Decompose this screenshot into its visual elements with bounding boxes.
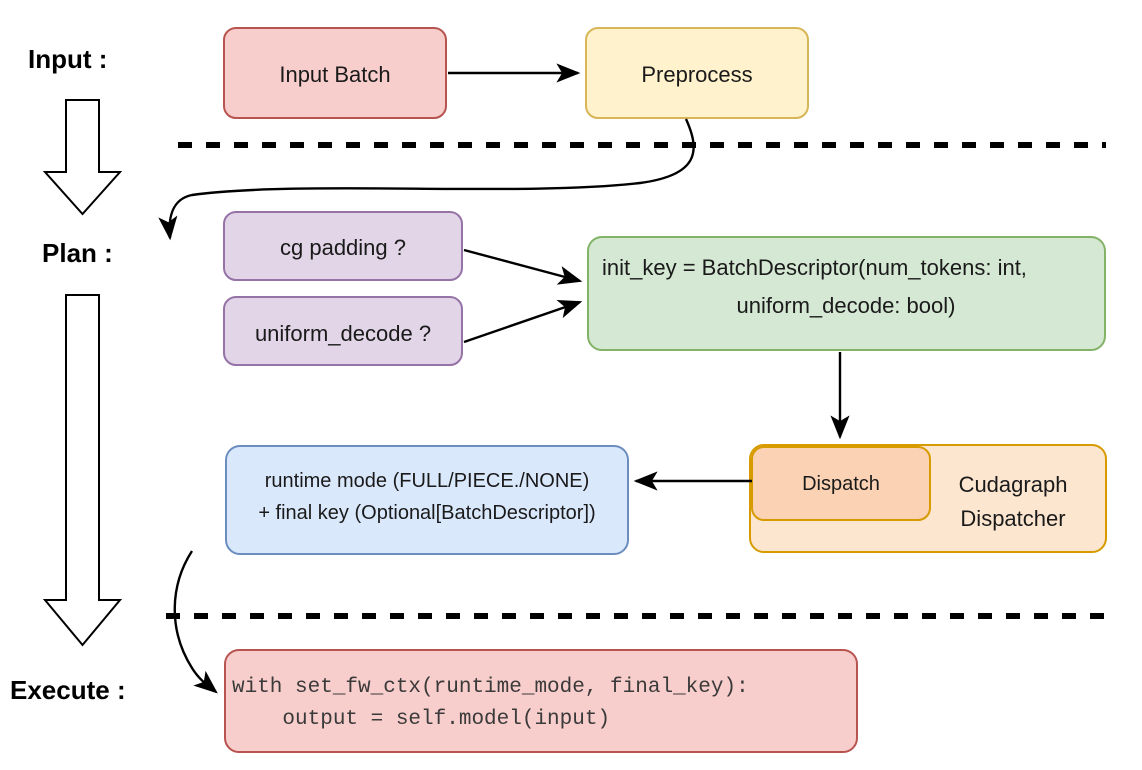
- edge-preprocess-to-cg-padding: [158, 118, 695, 241]
- uniform-decode-label: uniform_decode ?: [255, 321, 431, 346]
- node-cg-padding[interactable]: cg padding ?: [223, 211, 463, 281]
- stage-label-input: Input :: [28, 44, 107, 74]
- edge-runtime-mode-to-execute-code: [173, 550, 218, 694]
- runtime-mode-box: [225, 445, 629, 555]
- node-uniform-decode[interactable]: uniform_decode ?: [223, 296, 463, 366]
- init-key-label-line1: init_key = BatchDescriptor(num_tokens: i…: [602, 255, 1027, 280]
- node-dispatch[interactable]: Dispatch: [751, 446, 931, 521]
- cudagraph-dispatcher-label-line1: Cudagraph: [959, 472, 1068, 497]
- runtime-mode-label-line1: runtime mode (FULL/PIECE./NONE): [265, 470, 590, 492]
- cg-padding-label: cg padding ?: [280, 235, 406, 260]
- flow-arrow-input-to-plan-icon: [42, 99, 123, 216]
- dispatch-label: Dispatch: [802, 473, 880, 495]
- node-init-key[interactable]: init_key = BatchDescriptor(num_tokens: i…: [587, 236, 1106, 351]
- node-runtime-mode[interactable]: runtime mode (FULL/PIECE./NONE) + final …: [225, 445, 629, 555]
- input-batch-box: [223, 27, 447, 119]
- input-batch-label: Input Batch: [279, 62, 390, 87]
- init-key-label-line2: uniform_decode: bool): [737, 293, 956, 318]
- execute-code-label-line2: output = self.model(input): [232, 708, 610, 731]
- edge-uniform-decode-to-init-key: [463, 299, 583, 344]
- flow-arrow-plan-to-execute-icon: [42, 294, 123, 647]
- preprocess-box: [585, 27, 809, 119]
- stage-label-execute: Execute :: [10, 675, 126, 705]
- execute-code-label-line1: with set_fw_ctx(runtime_mode, final_key)…: [232, 676, 749, 699]
- node-execute-code[interactable]: with set_fw_ctx(runtime_mode, final_key)…: [224, 649, 858, 753]
- execute-code-box: [224, 649, 858, 753]
- cudagraph-dispatcher-label-line2: Dispatcher: [960, 506, 1065, 531]
- cg-padding-box: [223, 211, 463, 281]
- dispatch-box: [751, 446, 931, 521]
- preprocess-label: Preprocess: [641, 62, 752, 87]
- stage-label-plan: Plan :: [42, 238, 113, 268]
- node-input-batch[interactable]: Input Batch: [223, 27, 447, 119]
- edge-cg-padding-to-init-key: [463, 248, 583, 285]
- init-key-box: [587, 236, 1106, 351]
- node-preprocess[interactable]: Preprocess: [585, 27, 809, 119]
- uniform-decode-box: [223, 296, 463, 366]
- runtime-mode-label-line2: + final key (Optional[BatchDescriptor]): [258, 502, 595, 524]
